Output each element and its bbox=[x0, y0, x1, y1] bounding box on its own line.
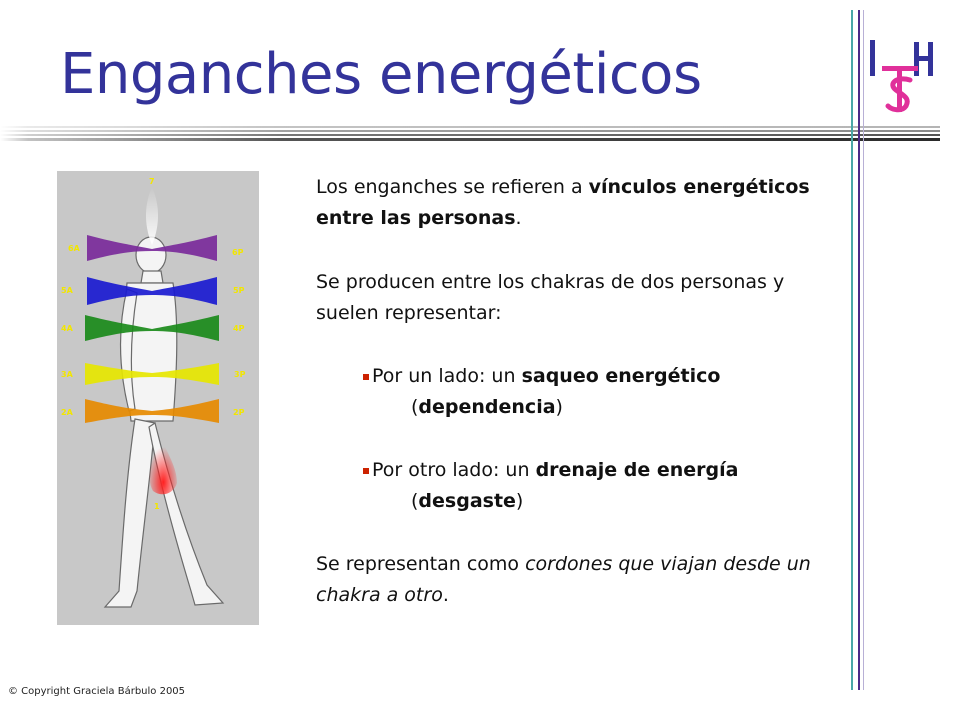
chakra-band-6 bbox=[87, 235, 217, 261]
vertical-line-teal bbox=[851, 10, 853, 690]
chakra-band-2 bbox=[85, 399, 219, 423]
bullet-square-icon bbox=[363, 468, 369, 474]
chakra-label-6a: 6A bbox=[68, 244, 81, 253]
chakra-label-3p: 3P bbox=[234, 370, 246, 379]
chakra-label-6p: 6P bbox=[232, 248, 244, 257]
chakra-root bbox=[149, 435, 177, 495]
chakra-crown bbox=[145, 187, 159, 245]
vertical-line-lilac bbox=[863, 10, 864, 690]
bullet-saqueo: Por un lado: un saqueo energético (depen… bbox=[363, 361, 816, 423]
chakra-label-4a: 4A bbox=[61, 324, 74, 333]
logo-letter-t-glyph: T bbox=[866, 36, 867, 37]
ihst-logo: I H S T bbox=[866, 36, 933, 113]
vertical-line-purple bbox=[858, 10, 860, 690]
chakra-label-1: 1 bbox=[154, 502, 160, 511]
chakra-band-3 bbox=[85, 363, 219, 385]
paragraph-cordones: Se representan como cordones que viajan … bbox=[316, 553, 811, 606]
chakra-label-5p: 5P bbox=[233, 286, 245, 295]
chakra-label-4p: 4P bbox=[233, 324, 245, 333]
logo-letter-i: I bbox=[866, 36, 875, 76]
logo-letter-h-glyph: H bbox=[866, 36, 867, 37]
bullet-drenaje: Por otro lado: un drenaje de energía (de… bbox=[363, 455, 816, 517]
chakra-band-4 bbox=[85, 315, 219, 341]
keyword-vinculos: vínculos energéticos entre las personas bbox=[316, 176, 810, 229]
chakra-label-2a: 2A bbox=[61, 408, 74, 417]
bullet-square-icon bbox=[363, 374, 369, 380]
paragraph-chakras: Se producen entre los chakras de dos per… bbox=[316, 271, 785, 324]
chakra-figure: 7 6A 5A 4A 3A 2A 6P 5P 4P 3P 2P 1 bbox=[61, 177, 246, 608]
chakra-band-5 bbox=[87, 277, 217, 305]
logo-letter-i-glyph: I bbox=[866, 36, 867, 37]
logo-letter-s-glyph: S bbox=[866, 36, 867, 37]
chakra-figure-panel: 7 6A 5A 4A 3A 2A 6P 5P 4P 3P 2P 1 bbox=[57, 171, 259, 625]
logo-letter-t: T bbox=[866, 36, 918, 112]
chakra-label-2p: 2P bbox=[233, 408, 245, 417]
copyright-notice: © Copyright Graciela Bárbulo 2005 bbox=[8, 686, 186, 697]
slide-body: Los enganches se refieren a vínculos ene… bbox=[316, 172, 816, 611]
header-rule bbox=[0, 126, 940, 142]
paragraph-definition: Los enganches se refieren a vínculos ene… bbox=[316, 176, 810, 229]
chakra-label-5a: 5A bbox=[61, 286, 74, 295]
chakra-label-3a: 3A bbox=[61, 370, 74, 379]
slide-title: Enganches energéticos bbox=[60, 42, 702, 107]
chakra-label-7: 7 bbox=[149, 177, 155, 186]
logo-letter-h: H bbox=[866, 36, 933, 76]
